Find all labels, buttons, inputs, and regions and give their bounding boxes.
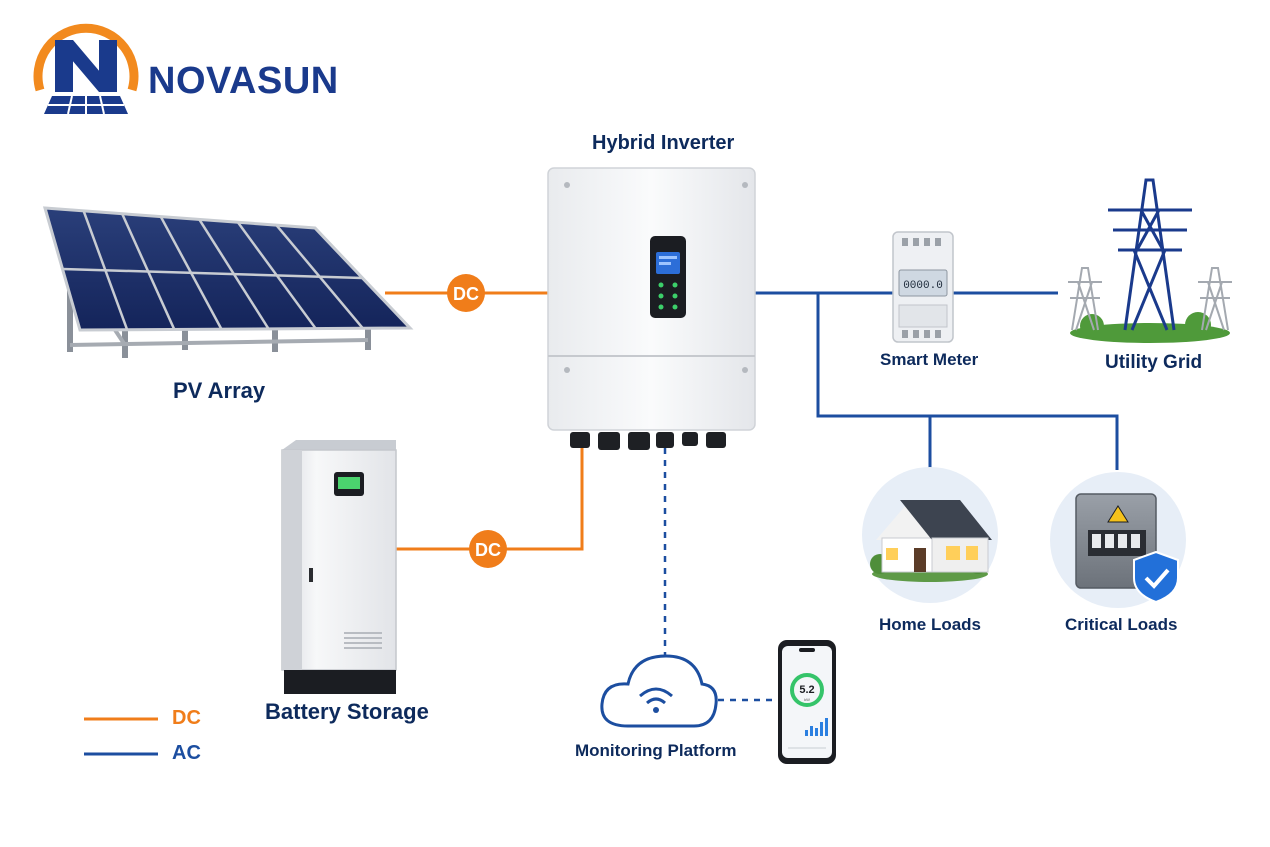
- home-label: Home Loads: [879, 615, 982, 634]
- inverter-label: Hybrid Inverter: [592, 132, 735, 154]
- sun-panel-logo-icon: [33, 23, 139, 115]
- battery-cabinet-icon: [281, 440, 397, 694]
- hybrid-inverter-icon: [547, 167, 756, 450]
- dc-badge-battery-text: DC: [475, 540, 501, 560]
- battery-label: Battery Storage: [265, 699, 429, 724]
- dc-badge-pv: DC: [447, 274, 485, 312]
- pv-row-divider: [62, 267, 363, 280]
- legend-ac-label: AC: [172, 742, 201, 764]
- dc-wire-battery: [396, 445, 584, 551]
- solar-panel-icon: [42, 206, 414, 358]
- house-icon: [862, 467, 998, 603]
- dc-badge-pv-text: DC: [453, 284, 479, 304]
- smart-meter-icon: 0000.0: [892, 231, 954, 343]
- meter-display: 0000.0: [903, 280, 943, 292]
- grid-label: Utility Grid: [1105, 352, 1203, 373]
- breaker-panel-icon: [1050, 472, 1186, 608]
- monitor-label: Monitoring Platform: [575, 741, 737, 760]
- smartphone-app-icon: 5.2 kW: [778, 640, 836, 764]
- meter-label: Smart Meter: [880, 350, 979, 369]
- phone-unit: kW: [804, 697, 810, 702]
- legend-dc-label: DC: [172, 707, 201, 729]
- pv-label: PV Array: [173, 378, 266, 403]
- power-tower-icon: [1068, 178, 1232, 343]
- critical-label: Critical Loads: [1065, 615, 1178, 634]
- brand-name: NOVASUN: [148, 60, 339, 102]
- cloud-wifi-icon: [600, 654, 718, 728]
- ac-wire-loads: [816, 293, 1119, 470]
- dc-badge-battery: DC: [469, 530, 507, 568]
- phone-value: 5.2: [799, 684, 814, 696]
